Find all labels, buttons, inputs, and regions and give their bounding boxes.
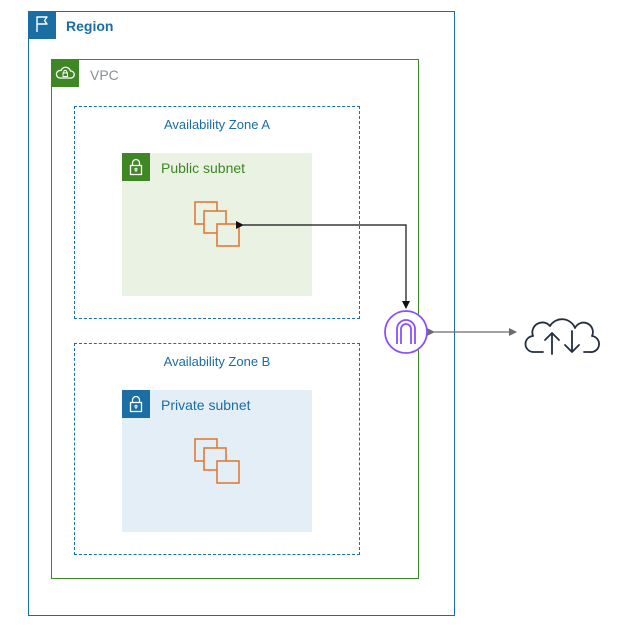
lock-icon <box>122 390 150 418</box>
public-subnet-label: Public subnet <box>161 160 246 176</box>
private-subnet: Private subnet <box>122 390 312 532</box>
availability-zone-a-label: Availability Zone A <box>164 117 270 132</box>
instance-gateway-connector <box>236 221 410 309</box>
region-container: Region <box>28 11 455 616</box>
availability-zone-a: Availability Zone A <box>74 106 360 319</box>
vpc-label: VPC <box>90 67 119 83</box>
private-subnet-label: Private subnet <box>161 397 251 413</box>
ec2-instances-icon <box>194 438 240 484</box>
availability-zone-b-label: Availability Zone B <box>163 354 271 369</box>
region-label: Region <box>66 18 114 34</box>
flag-icon <box>28 11 56 39</box>
cloud-upload-download-icon <box>524 318 600 355</box>
cloud-lock-icon <box>51 59 79 87</box>
availability-zone-b: Availability Zone B <box>74 343 360 555</box>
internet-gateway-icon <box>384 310 428 354</box>
ec2-instances-icon <box>194 201 240 247</box>
lock-icon <box>122 153 150 181</box>
